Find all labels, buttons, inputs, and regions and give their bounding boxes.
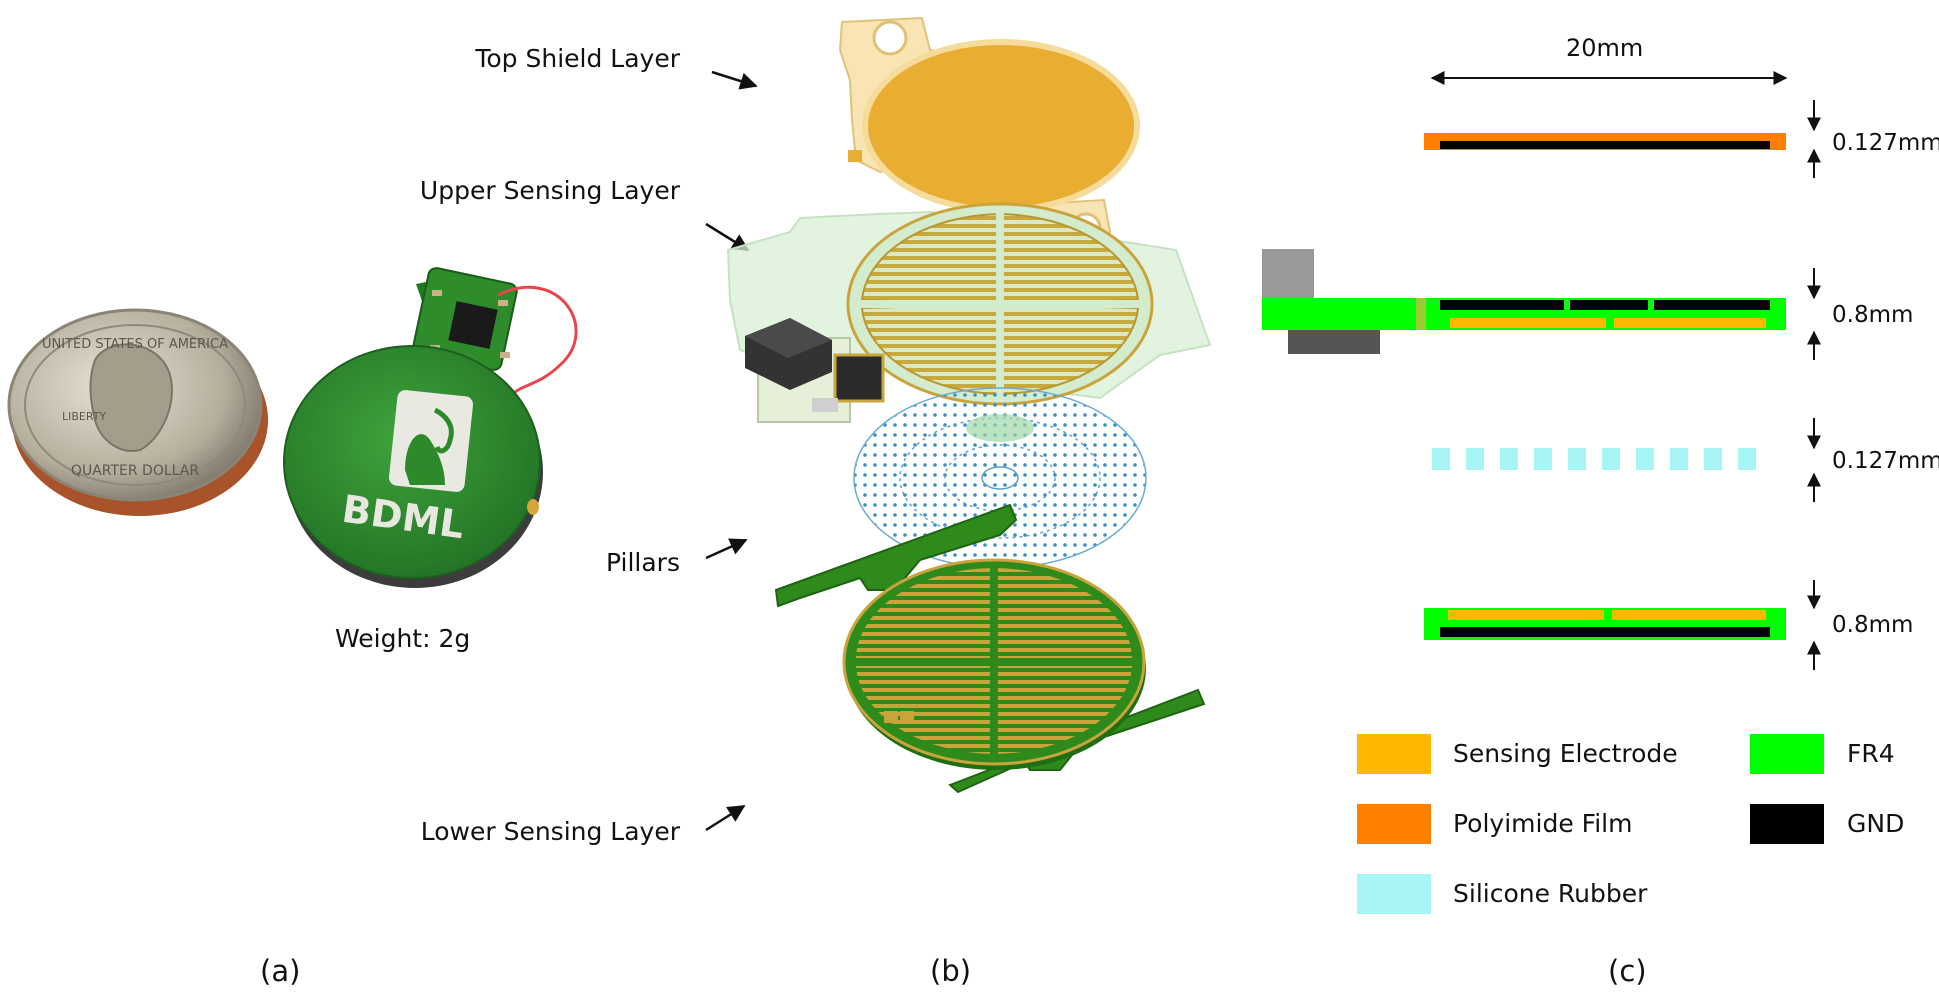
caption-a: (a) xyxy=(260,954,301,988)
lower-sensing-layer xyxy=(774,503,1206,794)
wire xyxy=(497,285,578,397)
section-upper-electrode-2 xyxy=(1614,318,1766,328)
section-pillars xyxy=(1432,448,1756,470)
caption-b: (b) xyxy=(930,954,972,988)
pillars-layer xyxy=(853,387,1147,569)
thickness-label-upper-sensing: 0.8mm xyxy=(1832,302,1914,328)
caption-c: (c) xyxy=(1608,954,1647,988)
legend-label-gnd: GND xyxy=(1847,809,1905,838)
label-top-shield-layer: Top Shield Layer xyxy=(475,44,680,73)
section-upper-electrode-1 xyxy=(1450,318,1606,328)
section-upper-gnd-1 xyxy=(1440,300,1564,310)
label-lower-sensing-layer: Lower Sensing Layer xyxy=(420,817,680,846)
legend-label-polyimide-film: Polyimide Film xyxy=(1453,809,1633,838)
section-connector-top xyxy=(1262,249,1314,299)
coin-liberty-text: LIBERTY xyxy=(62,410,106,423)
coin-photo: UNITED STATES OF AMERICA LIBERTY QUARTER… xyxy=(7,308,268,516)
top-shield-layer xyxy=(838,16,1140,260)
legend-swatch-gnd xyxy=(1750,804,1824,844)
label-upper-sensing-layer: Upper Sensing Layer xyxy=(419,176,680,205)
thickness-label-pillars: 0.127mm xyxy=(1832,448,1939,474)
legend-swatch-polyimide-film xyxy=(1357,804,1431,844)
section-upper-gnd-3 xyxy=(1654,300,1770,310)
section-lower-gnd xyxy=(1440,627,1770,637)
section-lower-electrode-1 xyxy=(1448,610,1604,620)
thickness-label-top-shield: 0.127mm xyxy=(1832,130,1939,156)
legend-swatch-fr4 xyxy=(1750,734,1824,774)
upper-sensing-layer xyxy=(726,202,1212,423)
section-lower-electrode-2 xyxy=(1612,610,1766,620)
arrow-top-shield xyxy=(711,70,758,90)
legend-label-sensing-electrode: Sensing Electrode xyxy=(1453,739,1678,768)
arrow-pillars xyxy=(705,538,748,560)
section-upper-gnd-2 xyxy=(1570,300,1648,310)
sensor-photo: BDML xyxy=(283,267,578,588)
legend-swatch-silicone-rubber xyxy=(1357,874,1431,914)
legend-label-fr4: FR4 xyxy=(1847,739,1895,768)
weight-label: Weight: 2g xyxy=(335,624,471,653)
label-pillars: Pillars xyxy=(606,548,680,577)
section-connector-bottom xyxy=(1288,328,1380,354)
coin-top-text: UNITED STATES OF AMERICA xyxy=(42,337,228,352)
section-top-shield-gnd xyxy=(1440,141,1770,149)
arrow-lower-sensing xyxy=(705,804,746,832)
cross-section xyxy=(1262,71,1821,670)
thickness-label-lower-sensing: 0.8mm xyxy=(1832,612,1914,638)
width-label: 20mm xyxy=(1566,34,1644,62)
legend-swatch-sensing-electrode xyxy=(1357,734,1431,774)
legend-label-silicone-rubber: Silicone Rubber xyxy=(1453,879,1648,908)
coin-bottom-text: QUARTER DOLLAR xyxy=(71,463,199,479)
